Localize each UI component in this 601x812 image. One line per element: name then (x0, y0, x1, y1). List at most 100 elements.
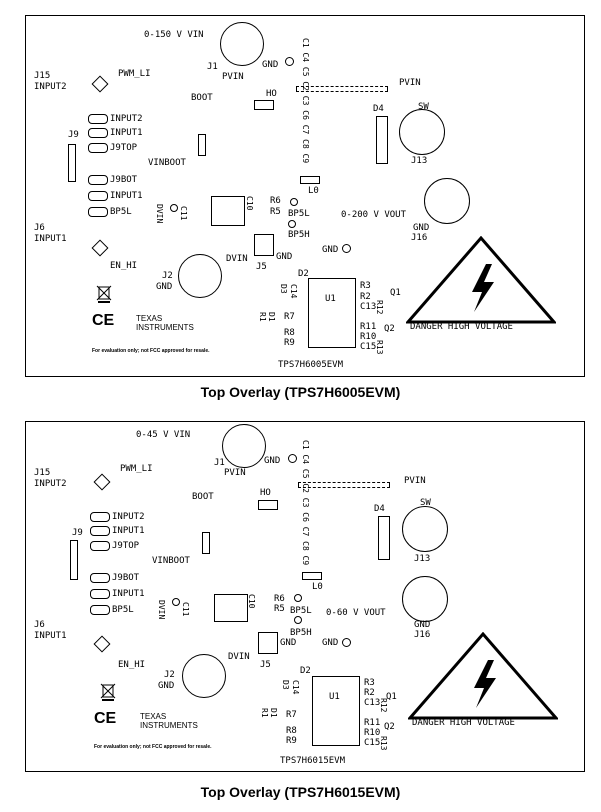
r6-label: R6 (274, 594, 285, 604)
j9top-label: J9TOP (112, 541, 140, 551)
input1-label: INPUT1 (110, 128, 143, 138)
q2-label: Q2 (384, 722, 395, 732)
d3-label: D3 (281, 680, 290, 690)
gnd3-label: GND (280, 638, 297, 648)
vinboot-part (202, 532, 210, 554)
cap-bank (298, 482, 390, 488)
ho-label: HO (260, 488, 271, 498)
r1-label: R1 (260, 708, 269, 718)
danger-label: DANGER HIGH VOLTAGE (410, 322, 513, 332)
bp5l-testpoint (290, 198, 298, 206)
input1b-pin (88, 191, 108, 201)
dvin-vertical-label: DVIN (155, 204, 164, 224)
r2-label: R2 (364, 688, 375, 698)
j1-label: J1 (207, 62, 218, 72)
r3-label: R3 (364, 678, 375, 688)
j13-label: J13 (411, 156, 428, 166)
u1-label: U1 (325, 294, 336, 304)
danger-triangle-icon (406, 236, 556, 324)
j9-label: J9 (72, 528, 83, 538)
caps-label: C1 C4 C5 C2 C3 C6 C7 C8 C9 (301, 440, 310, 566)
gnd2-testpoint (342, 638, 351, 647)
vout-label: 0-60 V VOUT (326, 608, 386, 618)
overlay-panel-2: 0-45 V VIN J1 PVIN GND C1 C4 C5 C2 C3 C6… (25, 421, 585, 772)
dvin-vertical-label: DVIN (157, 600, 166, 620)
danger-triangle-icon (408, 632, 558, 720)
c15-label: C15 (364, 738, 381, 748)
ti-instruments: INSTRUMENTS (136, 323, 194, 332)
r9-label: R9 (286, 736, 297, 746)
j6-testpoint (91, 239, 109, 257)
input1-label: INPUT1 (112, 526, 145, 536)
j9-label: J9 (68, 130, 79, 140)
r6-label: R6 (270, 196, 281, 206)
r5-label: R5 (270, 207, 281, 217)
j16-connector (424, 178, 470, 224)
caption-2: Top Overlay (TPS7H6015EVM) (200, 784, 401, 800)
r1-label: R1 (258, 312, 267, 322)
bp5h-label: BP5H (288, 230, 310, 240)
j16-gnd-label: GND (413, 223, 430, 233)
j9-header (70, 540, 78, 580)
caps-label: C1 C4 C5 C2 C3 C6 C7 C8 C9 (301, 38, 310, 164)
l0-part (302, 572, 322, 580)
gnd-label: GND (264, 456, 281, 466)
input2-pin (90, 512, 110, 522)
danger-label: DANGER HIGH VOLTAGE (412, 718, 515, 728)
vinboot-part (198, 134, 206, 156)
j9bot-pin (88, 175, 108, 185)
vout-label: 0-200 V VOUT (341, 210, 407, 220)
cap-bank (296, 86, 388, 92)
j16-label: J16 (411, 233, 428, 243)
input2-pin (88, 114, 108, 124)
input1b-pin (90, 589, 110, 599)
j6-input1-label: INPUT1 (34, 234, 67, 244)
d1-label: D1 (269, 708, 278, 718)
board-label: TPS7H6015EVM (280, 756, 346, 766)
j2-gnd-label: GND (156, 282, 173, 292)
j9bot-label: J9BOT (110, 175, 138, 185)
c10-label: C10 (245, 196, 254, 211)
c13-label: C13 (360, 302, 377, 312)
u1-label: U1 (329, 692, 340, 702)
boot-label: BOOT (191, 93, 213, 103)
bp5l-pin-label: BP5L (112, 605, 134, 615)
q2-label: Q2 (384, 324, 395, 334)
gnd2-label: GND (322, 638, 339, 648)
j1-connector (220, 22, 264, 66)
ho-label: HO (266, 89, 277, 99)
r2-label: R2 (360, 292, 371, 302)
pvin-label: PVIN (222, 72, 244, 82)
r8-label: R8 (286, 726, 297, 736)
r11-label: R11 (364, 718, 381, 728)
bp5l-testpoint (294, 594, 302, 602)
en-hi-label: EN_HI (110, 261, 138, 271)
gnd2-label: GND (322, 245, 339, 255)
l0-part (300, 176, 320, 184)
weee-bin-icon (100, 683, 116, 701)
bp5h-testpoint (288, 220, 296, 228)
caption-1: Top Overlay (TPS7H6005EVM) (200, 384, 401, 400)
j2-label: J2 (164, 670, 175, 680)
j15-testpoint (93, 473, 111, 491)
dvin-label: DVIN (226, 254, 248, 264)
ti-logo: TEXAS INSTRUMENTS (140, 712, 198, 730)
j9top-pin (88, 143, 108, 153)
ce-mark: CE (92, 312, 115, 329)
j13-connector (402, 506, 448, 552)
r3-label: R3 (360, 281, 371, 291)
u1-chip (308, 278, 356, 348)
j15-label: J15 (34, 468, 51, 478)
r11-label: R11 (360, 322, 377, 332)
dvin-label: DVIN (228, 652, 250, 662)
gnd-label: GND (262, 60, 279, 70)
input1b-label: INPUT1 (112, 589, 145, 599)
input1b-label: INPUT1 (110, 191, 143, 201)
bp5h-label: BP5H (290, 628, 312, 638)
d4-label: D4 (374, 504, 385, 514)
d4-diode (376, 116, 388, 164)
j2-gnd-label: GND (158, 681, 175, 691)
j6-label: J6 (34, 620, 45, 630)
vin-label: 0-150 V VIN (144, 30, 204, 40)
pwm-li-label: PWM_LI (120, 464, 153, 474)
